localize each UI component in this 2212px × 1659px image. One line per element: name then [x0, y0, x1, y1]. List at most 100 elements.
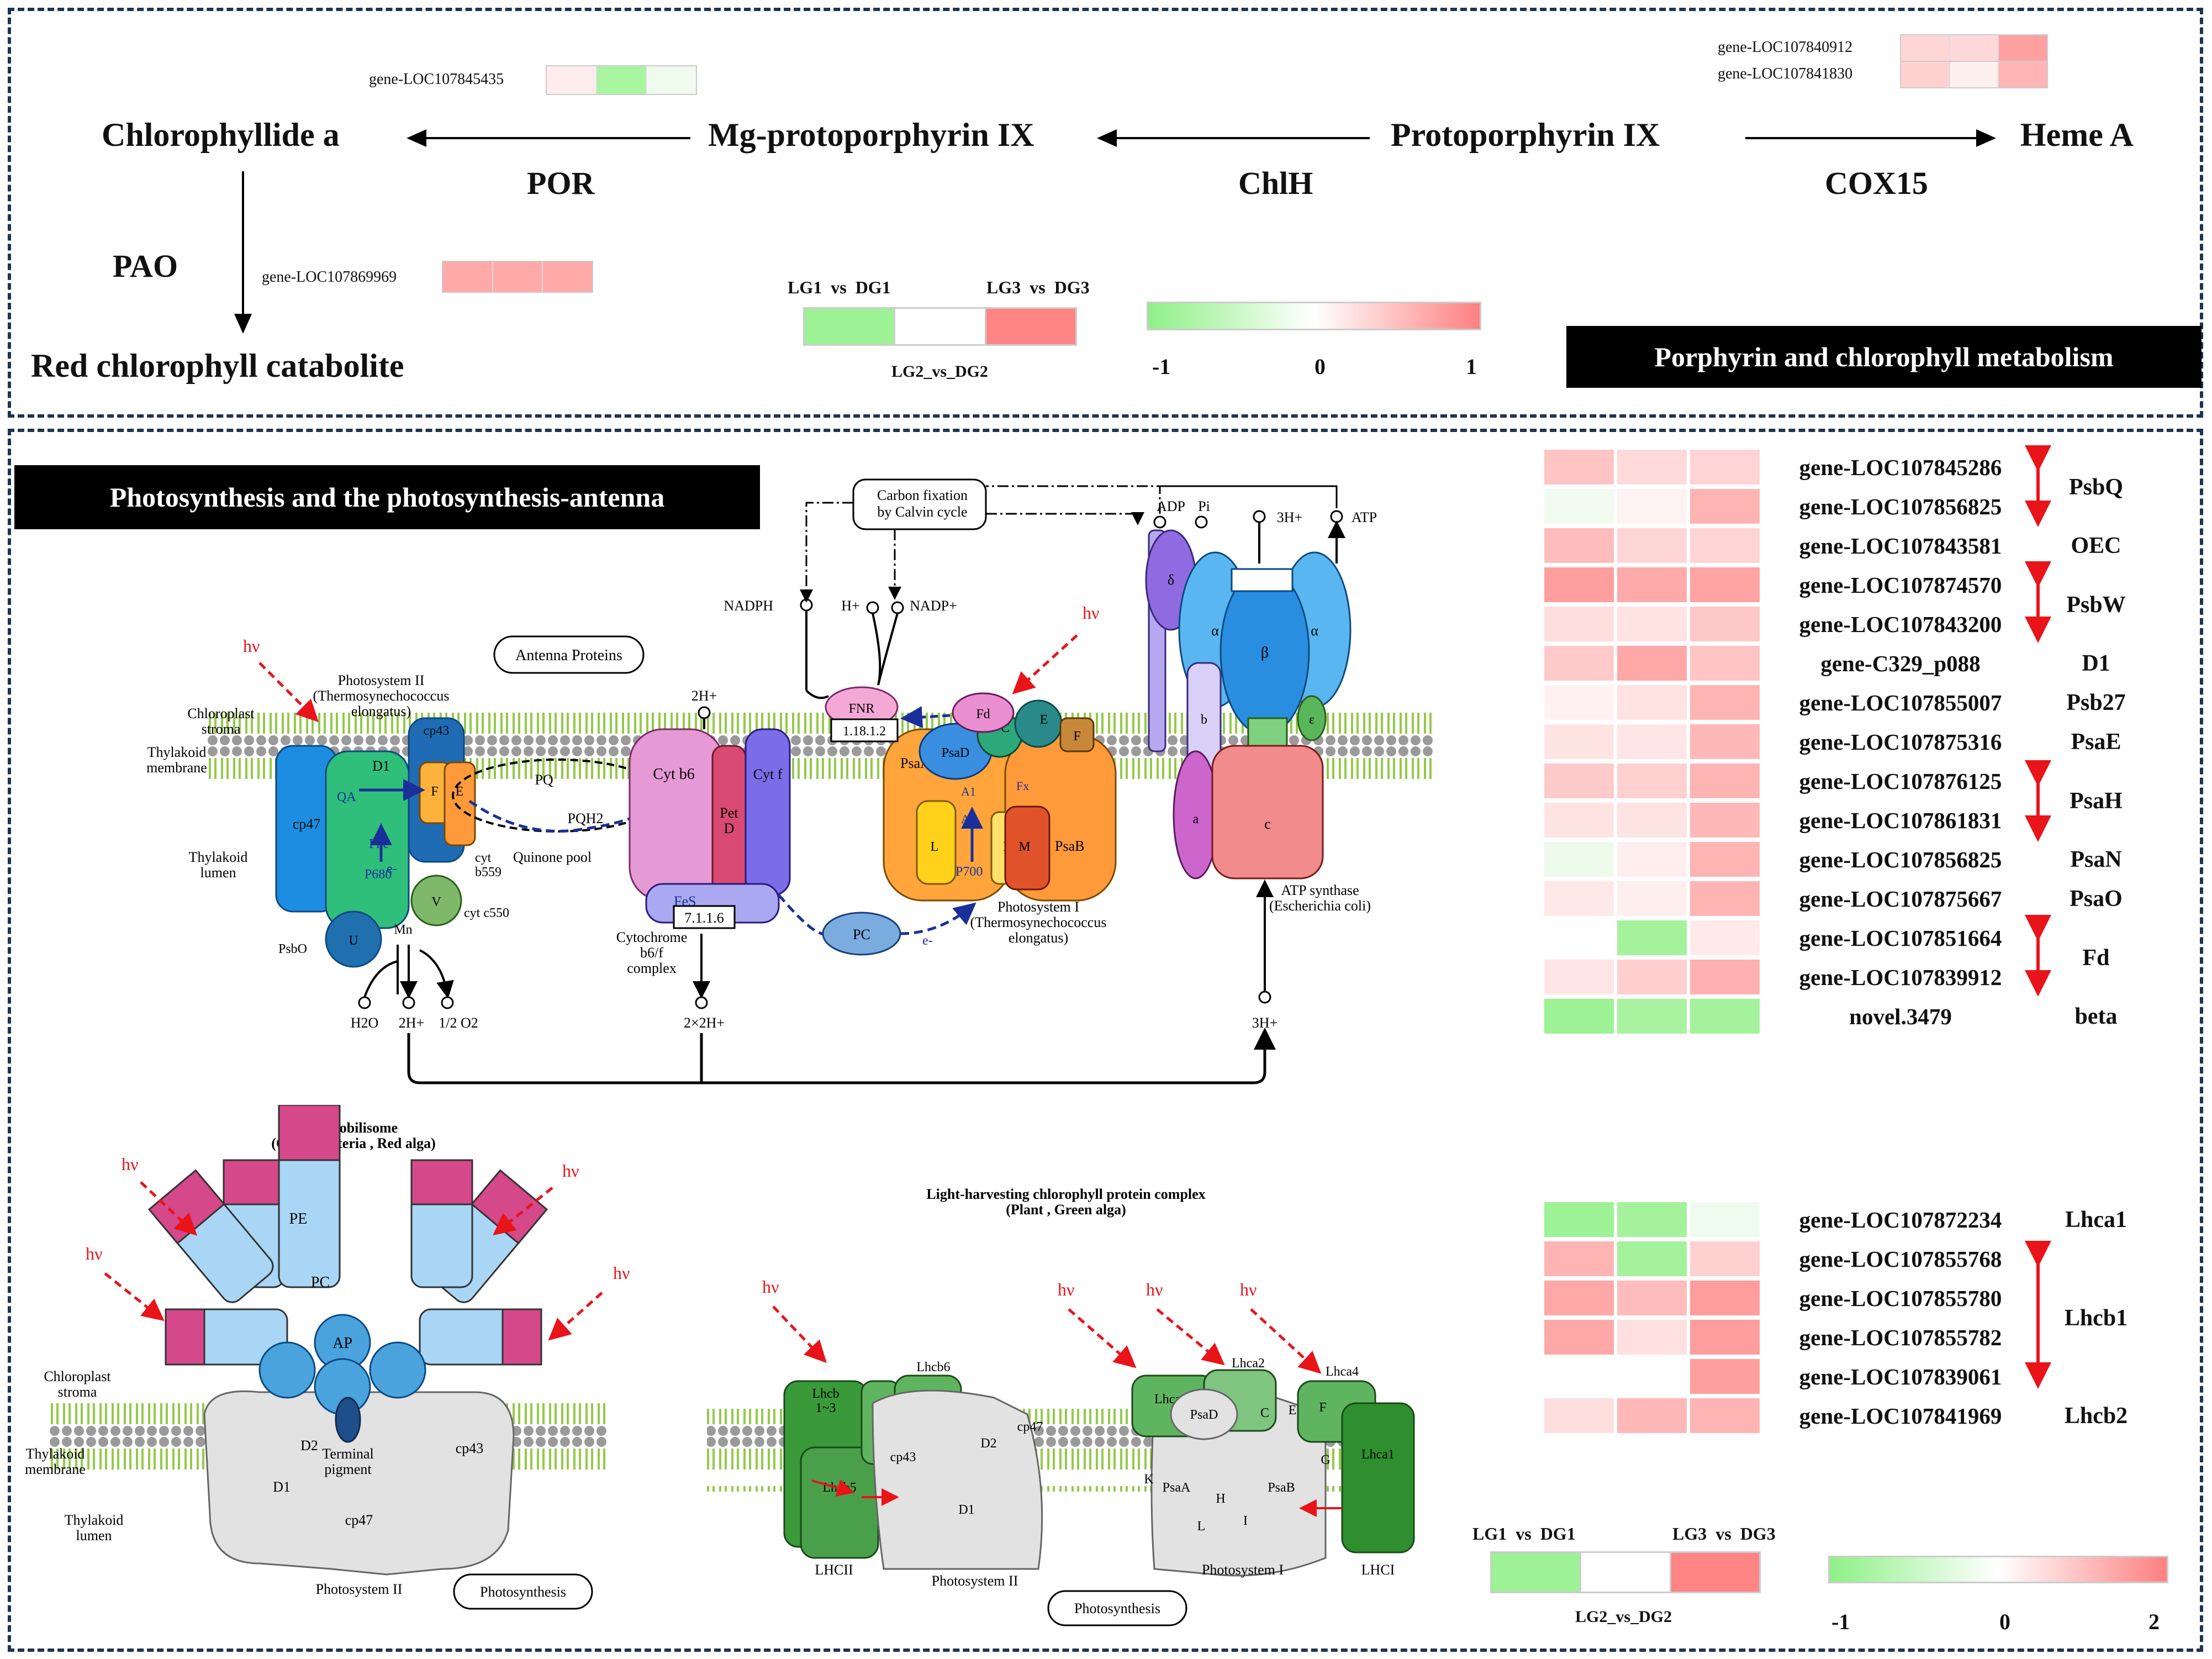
svg-text:Antenna Proteins: Antenna Proteins [515, 647, 622, 664]
svg-text:cp43: cp43 [424, 724, 450, 738]
svg-text:PQ: PQ [535, 772, 553, 788]
ec-7116 [673, 905, 736, 929]
svg-text:ATP: ATP [1352, 509, 1377, 525]
cell-g2-1 [1901, 35, 1950, 61]
gene-label: gene-LOC107872234 [1799, 1207, 2002, 1233]
svg-text:Lhcb1~3: Lhcb1~3 [812, 1387, 839, 1415]
svg-text:hν: hν [1146, 1279, 1163, 1299]
svg-text:Phe: Phe [369, 837, 389, 851]
svg-text:H: H [1216, 1492, 1225, 1506]
gene-label: gene-LOC107841969 [1799, 1403, 2002, 1429]
heatmap-cell [1617, 803, 1687, 838]
svg-text:2×2H+: 2×2H+ [684, 1015, 725, 1031]
cell-g3-3 [1999, 62, 2047, 87]
gene-label-g2: gene-LOC107840912 [1718, 39, 1853, 56]
svg-text:G: G [1321, 1453, 1330, 1467]
svg-text:Photosystem II: Photosystem II [932, 1573, 1018, 1589]
family-brackets [2025, 445, 2051, 1389]
cell-g4-1 [443, 262, 493, 292]
red-catabolite-label: Red chlorophyll catabolite [31, 347, 404, 384]
gene-heatmap-g1 [546, 65, 697, 95]
legend-bottom-left: LG1 vs DG1 [1472, 1524, 1576, 1544]
svg-text:cp43: cp43 [456, 1440, 484, 1456]
heatmap-cell [1544, 842, 1614, 877]
svg-text:P700: P700 [955, 865, 983, 879]
heatmap-cell [1690, 685, 1760, 720]
gene-family-label: PsaN [2070, 847, 2122, 872]
svg-text:A0: A0 [961, 812, 976, 826]
lhc-title: Light-harvesting chlorophyll protein com… [926, 1186, 1205, 1218]
heatmap-cell [1544, 960, 1614, 994]
fnr-ec [830, 718, 899, 742]
gene-label: gene-LOC107875316 [1799, 729, 2002, 755]
heatmap-cell [1544, 528, 1614, 563]
heatmap-cell [1617, 450, 1687, 484]
legend-bottom-right: LG3 vs DG3 [1672, 1524, 1776, 1544]
heatmap-cell [1544, 646, 1614, 681]
svg-text:E: E [456, 784, 464, 799]
heatmap-cell [1617, 1359, 1687, 1394]
svg-text:e-: e- [922, 934, 933, 948]
svg-text:U: U [349, 934, 358, 948]
cell-g2-2 [1950, 35, 1999, 61]
heatmap-cell [1544, 920, 1614, 955]
svg-text:Lhca4: Lhca4 [1326, 1365, 1359, 1379]
heatmap-cell [1690, 803, 1760, 838]
svg-text:Cyt b6: Cyt b6 [653, 766, 694, 783]
svg-text:D1: D1 [958, 1503, 974, 1517]
heatmap-cell [1690, 528, 1760, 563]
svg-text:ADP: ADP [1157, 498, 1185, 514]
gene-label: gene-LOC107856825 [1799, 494, 2002, 519]
gene-label: gene-LOC107839061 [1799, 1364, 2002, 1389]
svg-text:δ: δ [1168, 572, 1174, 588]
gene-label: gene-LOC107843200 [1799, 612, 2002, 637]
cell-g3-2 [1950, 62, 1999, 87]
legend-bottom-white [1581, 1553, 1671, 1592]
gene-label: gene-LOC107839912 [1799, 965, 2002, 990]
cell-g4-2 [493, 262, 543, 292]
svg-text:Cyt f: Cyt f [753, 766, 783, 782]
cell-g3-1 [1901, 62, 1950, 87]
heatmap-cell [1544, 489, 1614, 524]
svg-text:PE: PE [289, 1210, 308, 1228]
svg-text:hν: hν [86, 1244, 102, 1263]
porphyrin-panel [8, 8, 2203, 418]
svg-text:D2: D2 [300, 1437, 318, 1453]
heatmap-cell [1544, 450, 1614, 484]
svg-text:PsaD: PsaD [942, 746, 970, 760]
svg-text:LHCII: LHCII [815, 1562, 853, 1578]
svg-text:C: C [1260, 1406, 1269, 1420]
porphyrin-arrows [234, 129, 1996, 334]
gene-family-label: D1 [2082, 651, 2110, 676]
heme-label: Heme A [2020, 117, 2134, 153]
antenna-proteins-box [493, 635, 645, 674]
antenna-diagram: Phycobilisome(Cyanobacteria , Red alga) … [25, 1105, 1415, 1626]
gene-label-g3: gene-LOC107841830 [1718, 65, 1853, 82]
heatmap-cell [1544, 999, 1614, 1034]
pao-enzyme: PAO [113, 248, 178, 284]
heatmap-cell [1617, 881, 1687, 916]
por-enzyme: POR [527, 165, 595, 201]
svg-text:Lhcb6: Lhcb6 [916, 1360, 950, 1374]
cell-g2-3 [1999, 35, 2047, 61]
svg-text:hν: hν [122, 1154, 138, 1174]
svg-text:2H+: 2H+ [399, 1015, 424, 1031]
svg-text:PQH2: PQH2 [567, 810, 603, 826]
gene-label: gene-LOC107855007 [1799, 690, 2002, 715]
heatmap-cell [1544, 1320, 1614, 1355]
svg-text:NADPH: NADPH [724, 598, 773, 614]
heatmap-cell [1544, 1202, 1614, 1237]
heatmap-cell [1617, 646, 1687, 681]
gene-label: gene-LOC107856825 [1799, 847, 2002, 872]
svg-text:Photosystem I(Thermosynechococ: Photosystem I(Thermosynechococcuselongat… [970, 899, 1107, 946]
cell-g1-1 [547, 66, 597, 94]
svg-text:Photosystem II: Photosystem II [316, 1581, 403, 1597]
heatmap-cell [1617, 999, 1687, 1034]
legend-top-mid: 0 [1314, 354, 1326, 379]
heatmap-cell [1617, 1320, 1687, 1355]
